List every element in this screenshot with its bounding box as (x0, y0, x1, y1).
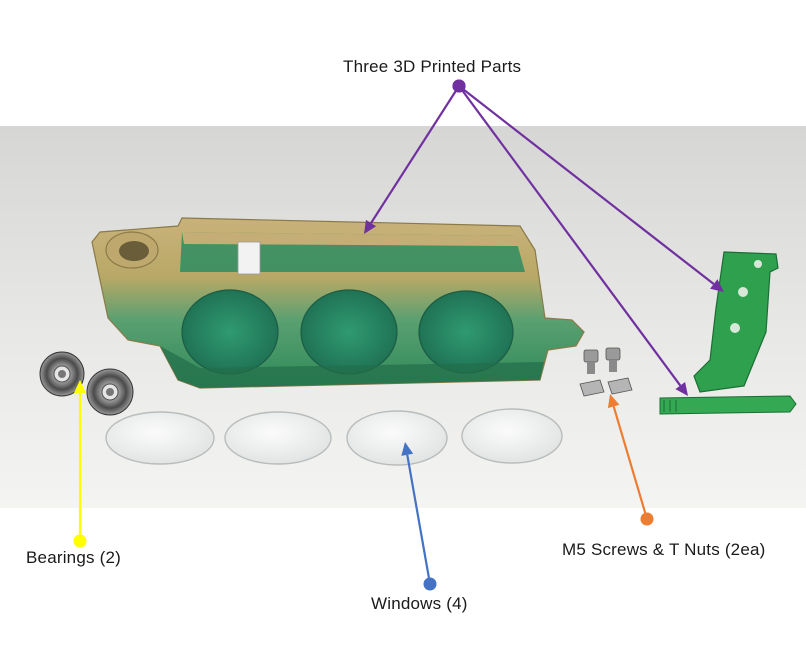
screws-and-t-nuts (579, 347, 633, 397)
printed-rod (659, 395, 797, 415)
printed-bracket (693, 251, 779, 393)
screws-arrow (607, 394, 654, 526)
printed-parts-arrow-rod (452, 79, 688, 396)
label-bearings: Bearings (2) (26, 548, 121, 567)
bearings-arrow (73, 380, 87, 548)
label-windows: Windows (4) (371, 594, 468, 613)
label-m5-screws-t-nuts: M5 Screws & T Nuts (2ea) (562, 540, 766, 559)
bearings (39, 351, 134, 416)
windows-arrow (401, 442, 437, 591)
callout-arrows (73, 79, 724, 591)
window-discs (105, 408, 563, 466)
printed-housing (91, 217, 585, 389)
label-three-3d-printed-parts: Three 3D Printed Parts (343, 57, 522, 76)
